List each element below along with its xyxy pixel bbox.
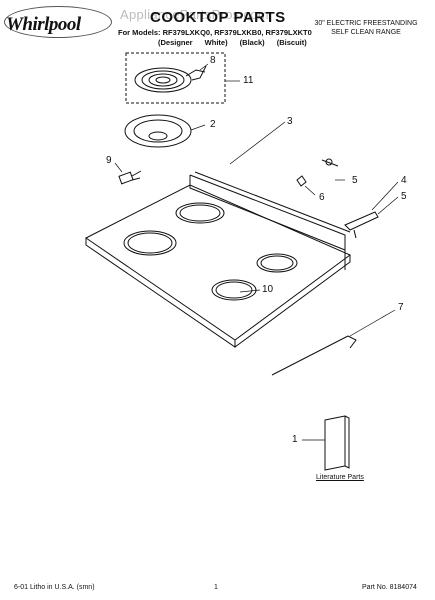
page-title: COOKTOP PARTS <box>150 9 286 26</box>
literature-parts-booklet <box>324 415 350 471</box>
callout-4: 4 <box>401 175 407 186</box>
watermark: AppliancePartsPros.com <box>120 7 269 22</box>
clip <box>296 175 307 187</box>
terminal-block <box>118 170 142 185</box>
range-line-1: 30" ELECTRIC FREESTANDING <box>314 20 418 27</box>
range-description: 30" ELECTRIC FREESTANDING SELF CLEAN RAN… <box>307 19 425 37</box>
range-line-2: SELF CLEAN RANGE <box>331 29 401 36</box>
callout-5-upper: 5 <box>352 175 358 186</box>
callout-11: 11 <box>243 75 254 86</box>
literature-parts-label: Literature Parts <box>316 474 364 481</box>
footer-part-number: Part No. 8184074 <box>362 584 417 591</box>
footer-litho: 6-01 Litho in U.S.A. (smn) <box>14 584 95 591</box>
callout-5-lower: 5 <box>401 191 407 202</box>
cooktop-panel <box>85 171 351 348</box>
callout-6: 6 <box>319 192 325 203</box>
surface-element-assembly <box>125 52 226 104</box>
callout-1: 1 <box>292 434 298 445</box>
callout-3: 3 <box>287 116 293 127</box>
screw-upper <box>321 158 339 167</box>
drip-bowl <box>124 114 192 148</box>
cooktop-support-rod <box>271 335 357 376</box>
colors-line: (Designer White) (Black) (Biscuit) <box>158 38 307 47</box>
hinge-bracket <box>344 211 379 239</box>
callout-7: 7 <box>398 302 404 313</box>
footer-page-number: 1 <box>214 584 218 591</box>
callout-10: 10 <box>262 284 274 295</box>
leader-lines <box>114 63 399 441</box>
brand-logo-ring <box>4 6 112 38</box>
callout-8: 8 <box>210 55 216 66</box>
brand-logo: Whirlpool <box>6 14 81 35</box>
callout-9: 9 <box>106 155 112 166</box>
callout-2: 2 <box>210 119 216 130</box>
models-line: For Models: RF379LXKQ0, RF379LXKB0, RF37… <box>118 28 312 37</box>
